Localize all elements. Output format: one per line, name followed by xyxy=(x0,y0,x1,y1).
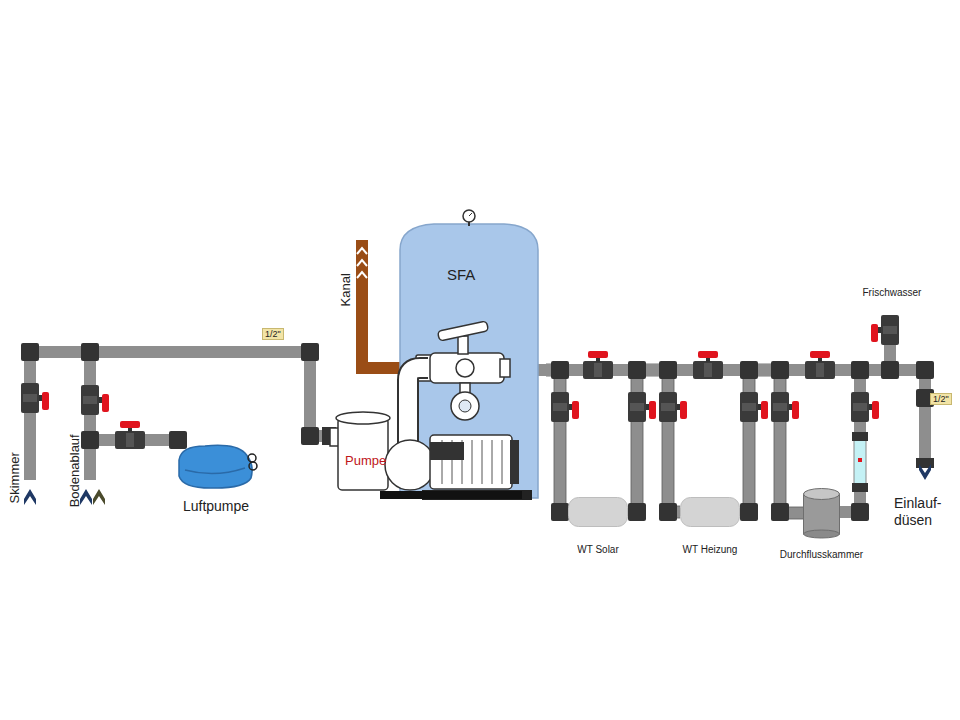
pipe-connector xyxy=(740,370,803,513)
pressure-pipes xyxy=(500,318,925,512)
ball-valves xyxy=(551,315,899,422)
air-pump: Luftpumpe xyxy=(175,440,257,490)
pipe-label: Einlauf- düsen xyxy=(894,495,956,529)
heat-exchanger-shape xyxy=(568,497,628,527)
dimension-label: 1/2" xyxy=(930,393,952,406)
pipe-label: Bodenablauf xyxy=(66,434,82,507)
heat-exchanger: WT Solar xyxy=(568,497,628,527)
pipe-body xyxy=(628,370,680,512)
dimension-label: 1/2" xyxy=(262,328,284,341)
flow-chamber: Durchflusskammer xyxy=(803,488,840,538)
node-label: SFA xyxy=(447,266,601,284)
flow-chamber-shape xyxy=(803,488,840,538)
circulation-pump-shape xyxy=(330,330,525,502)
pipe-label: Frischwasser xyxy=(863,287,922,299)
pipe-label: Skimmer xyxy=(6,452,22,503)
pipe-connector xyxy=(546,370,568,512)
node-label: WT Heizung xyxy=(683,544,738,556)
ball-valves xyxy=(21,383,145,449)
heat-exchanger-shape xyxy=(680,497,740,527)
circulation-pump: Pumpe xyxy=(330,330,525,502)
flow-meter xyxy=(852,432,868,492)
node-label: Durchflusskammer xyxy=(780,549,863,561)
heat-exchanger: WT Heizung xyxy=(680,497,740,527)
air-pump-shape xyxy=(175,440,257,490)
nozzle-symbol xyxy=(919,464,931,480)
pipe-label: Kanal xyxy=(337,273,353,306)
pipe-outline xyxy=(546,370,568,512)
pipe-fittings xyxy=(21,343,336,449)
pipe-outline xyxy=(740,370,803,513)
pipe-connector xyxy=(628,370,680,512)
node-label: Pumpe xyxy=(345,453,540,469)
pipe-outline xyxy=(628,370,680,512)
pipe-body xyxy=(546,370,568,512)
node-label: Luftpumpe xyxy=(183,498,249,515)
pipe-body xyxy=(740,370,803,513)
node-label: WT Solar xyxy=(577,544,619,556)
inlet-symbols xyxy=(24,489,105,505)
